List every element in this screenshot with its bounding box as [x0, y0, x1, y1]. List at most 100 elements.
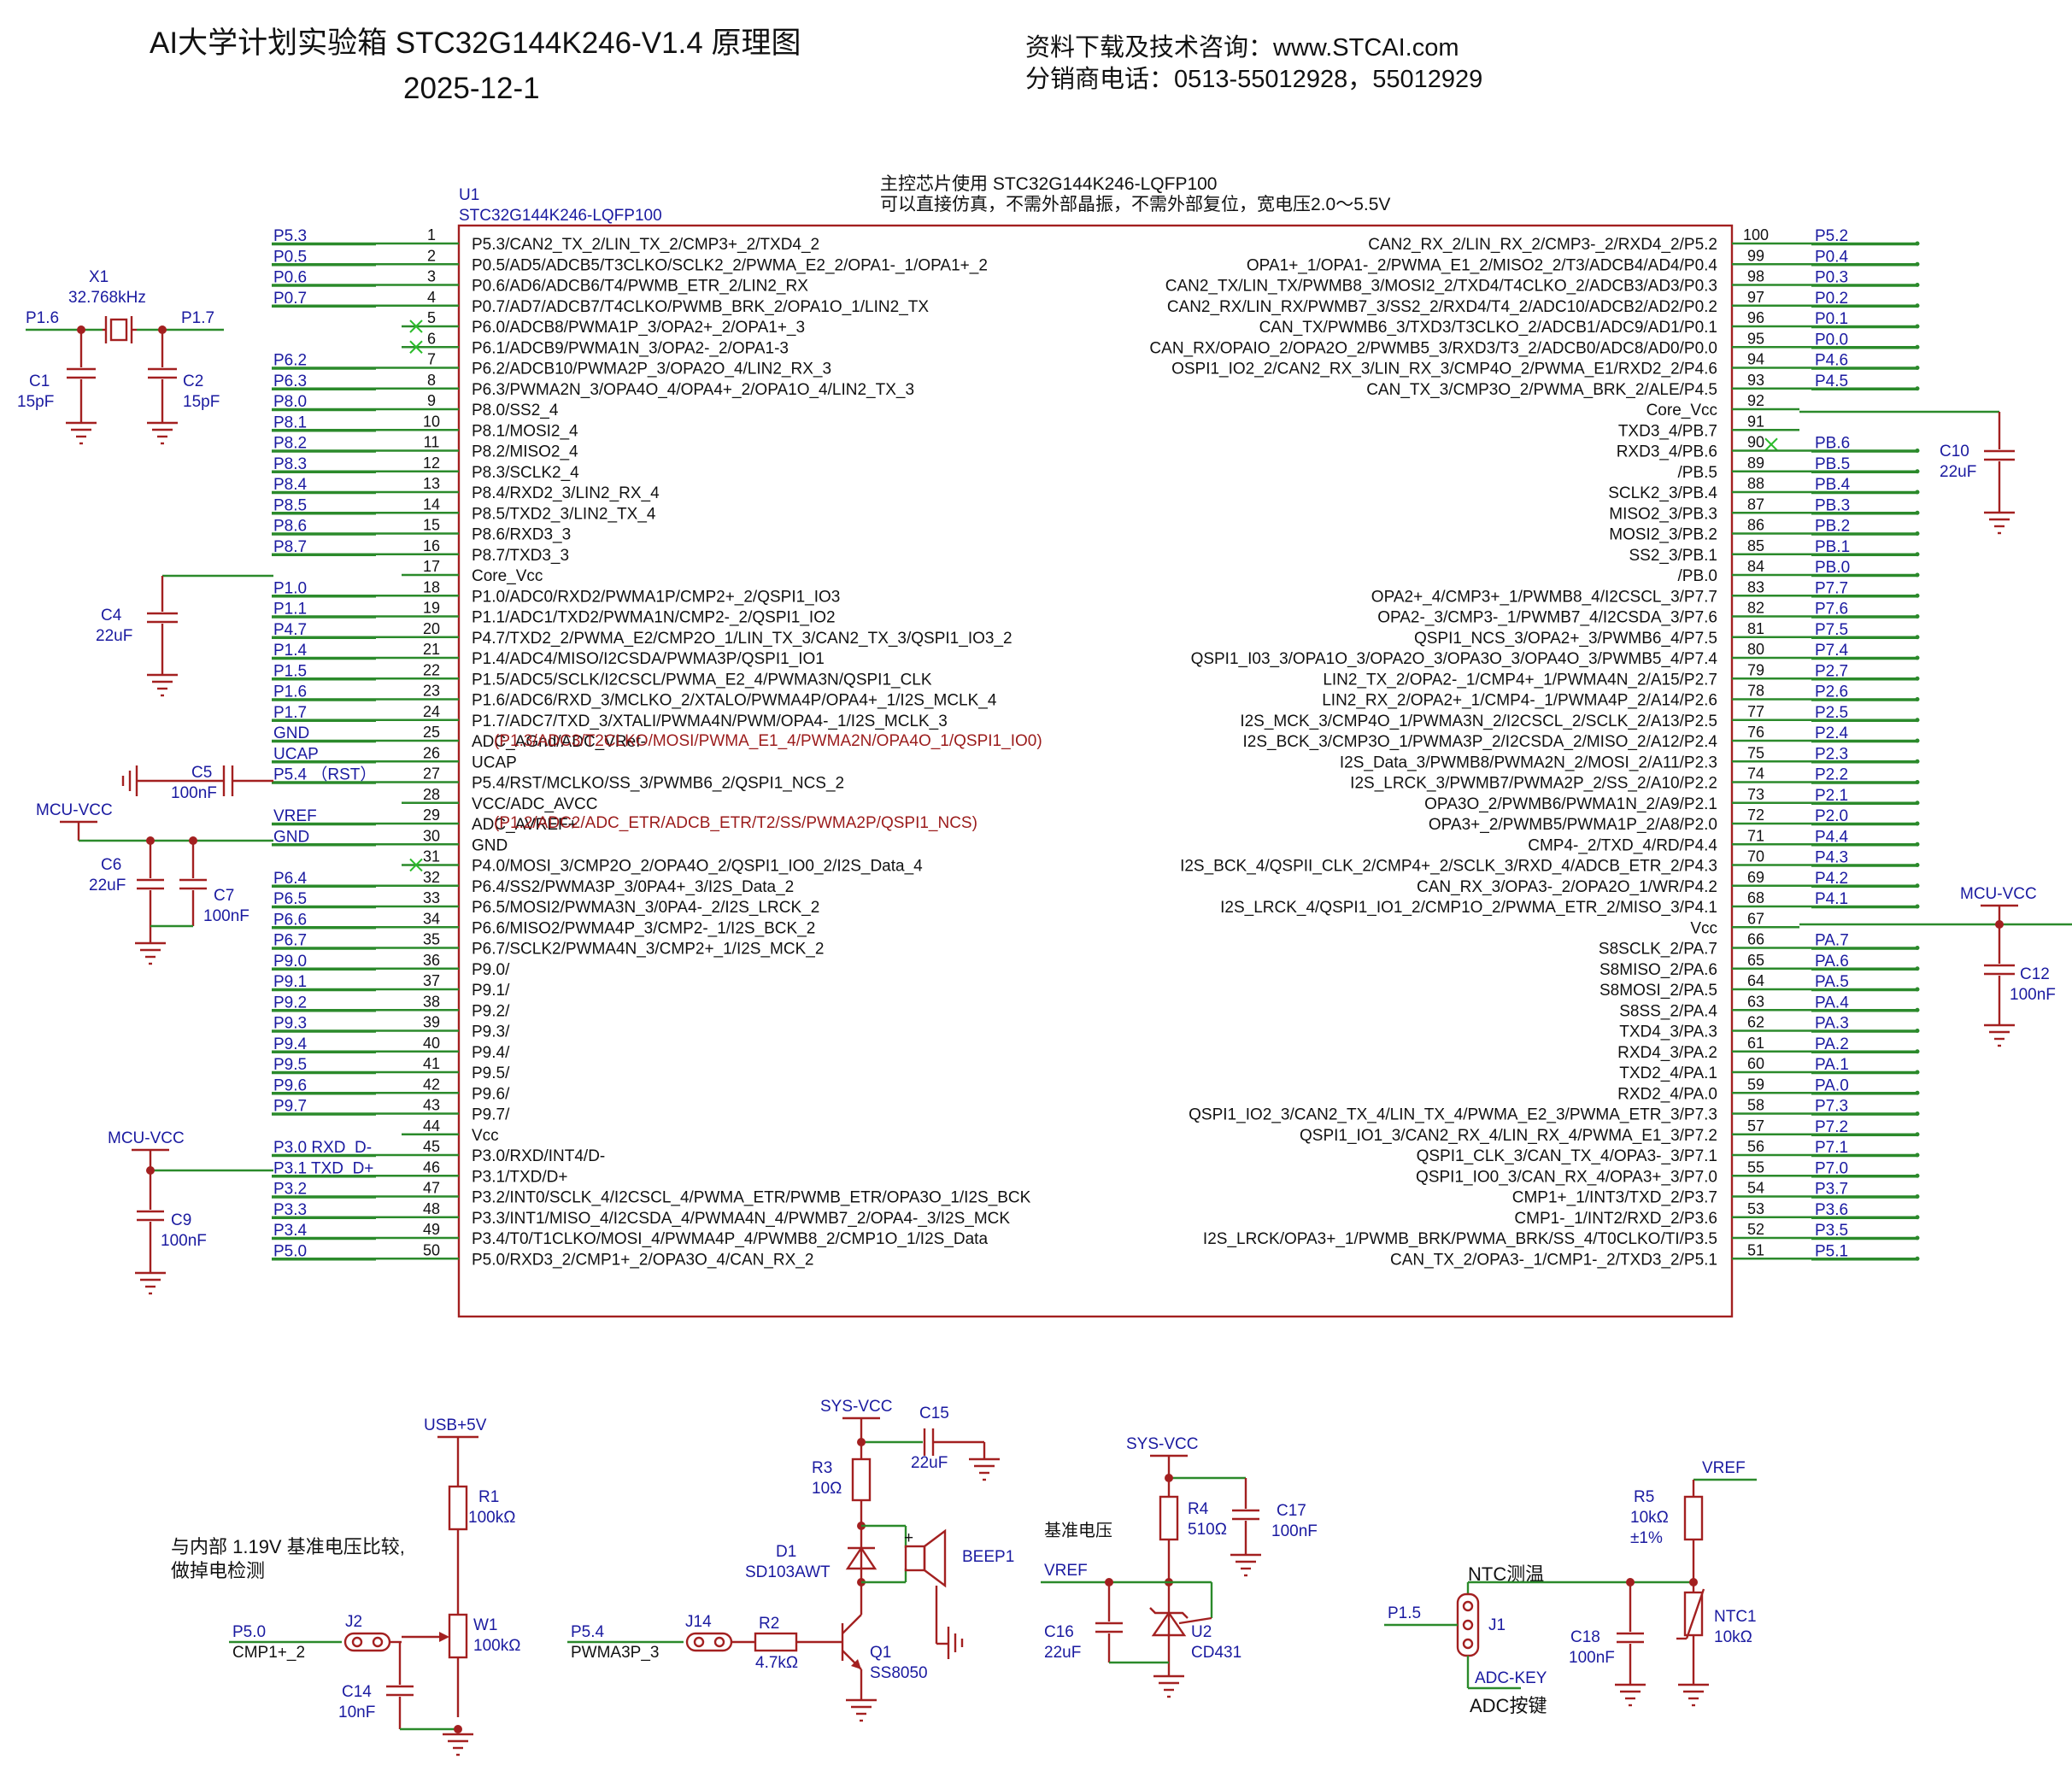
right-net-label[interactable]: P2.6 [1815, 683, 1848, 701]
left-net-label[interactable]: P1.6 [273, 683, 307, 701]
right-net-label[interactable]: P2.0 [1815, 807, 1848, 825]
left-net-label[interactable]: P9.5 [273, 1056, 307, 1074]
right-net-label[interactable]: PA.3 [1815, 1015, 1849, 1033]
right-net-label[interactable]: P2.1 [1815, 787, 1848, 805]
left-net-label[interactable]: P9.6 [273, 1076, 307, 1094]
left-net-label[interactable]: P9.3 [273, 1015, 307, 1033]
right-net-label[interactable]: P0.2 [1815, 290, 1848, 308]
left-net-label[interactable]: P8.4 [273, 476, 308, 494]
right-pin-number: 78 [1747, 683, 1764, 700]
right-net-label[interactable]: P2.3 [1815, 745, 1848, 763]
left-net-label[interactable]: GND [273, 724, 309, 742]
right-net-label[interactable]: P5.1 [1815, 1242, 1848, 1260]
right-net-label[interactable]: P7.7 [1815, 579, 1848, 597]
right-net-label[interactable]: PA.5 [1815, 973, 1849, 991]
c2-value: 15pF [183, 393, 220, 411]
left-net-label[interactable]: P6.2 [273, 352, 307, 370]
right-net-label[interactable]: PA.4 [1815, 994, 1849, 1012]
right-net-label[interactable]: P2.4 [1815, 724, 1849, 742]
right-net-label[interactable]: PA.6 [1815, 953, 1849, 971]
left-net-label[interactable]: P8.6 [273, 518, 307, 536]
right-net-label[interactable]: P7.5 [1815, 621, 1848, 639]
right-net-label[interactable]: P4.2 [1815, 870, 1848, 888]
right-net-label[interactable]: P7.0 [1815, 1159, 1848, 1177]
left-net-label[interactable]: P0.6 [273, 269, 307, 287]
left-net-label[interactable]: P1.7 [273, 704, 307, 722]
right-net-label[interactable]: PB.5 [1815, 455, 1850, 473]
left-net-label[interactable]: P5.0 [273, 1242, 307, 1260]
left-net-label[interactable]: P8.0 [273, 393, 307, 411]
left-net-label[interactable]: P8.3 [273, 455, 307, 473]
left-net-label[interactable]: P6.6 [273, 911, 307, 929]
right-net-label[interactable]: P4.3 [1815, 849, 1848, 867]
right-net-label[interactable]: P7.3 [1815, 1098, 1848, 1116]
right-net-label[interactable]: PB.4 [1815, 476, 1851, 494]
left-net-label[interactable]: P3.3 [273, 1201, 307, 1219]
right-net-label[interactable]: PB.1 [1815, 538, 1850, 556]
left-net-label[interactable]: P6.4 [273, 870, 308, 888]
right-net-label[interactable]: P0.4 [1815, 248, 1849, 266]
right-net-label[interactable]: P2.5 [1815, 704, 1848, 722]
right-net-label[interactable]: PB.6 [1815, 435, 1850, 453]
left-net-label[interactable]: P9.7 [273, 1098, 307, 1116]
right-net-label[interactable]: P4.5 [1815, 372, 1848, 390]
c12-circuit: MCU-VCC C12 100nF [1799, 885, 2072, 1047]
left-net-label[interactable]: P8.1 [273, 413, 307, 431]
right-net-label[interactable]: P2.2 [1815, 766, 1848, 784]
right-net-label[interactable]: P0.3 [1815, 269, 1848, 287]
right-net-label[interactable]: P7.1 [1815, 1139, 1848, 1157]
left-net-label[interactable]: P3.0 RXD_D- [273, 1139, 372, 1157]
left-net-label[interactable]: P6.3 [273, 372, 307, 390]
right-net-label[interactable]: PB.2 [1815, 518, 1850, 536]
right-net-label[interactable]: P4.1 [1815, 890, 1848, 908]
left-net-label[interactable]: P8.2 [273, 435, 307, 453]
right-net-label[interactable]: P3.6 [1815, 1201, 1848, 1219]
left-net-label[interactable]: P9.0 [273, 953, 307, 971]
left-net-label[interactable]: P3.2 [273, 1181, 307, 1199]
right-net-label[interactable]: P7.4 [1815, 642, 1849, 660]
right-net-end [1915, 593, 1920, 598]
left-net-label[interactable]: P6.5 [273, 890, 307, 908]
right-net-label[interactable]: PA.1 [1815, 1056, 1849, 1074]
left-pin-number: 27 [423, 765, 440, 783]
left-net-label[interactable]: P0.7 [273, 290, 307, 308]
left-net-label[interactable]: P5.3 [273, 227, 307, 245]
left-net-label[interactable]: P1.0 [273, 579, 307, 597]
schematic-title: AI大学计划实验箱 STC32G144K246-V1.4 原理图 [150, 26, 801, 60]
right-net-label[interactable]: PB.3 [1815, 496, 1850, 514]
left-net-label[interactable]: P4.7 [273, 621, 307, 639]
right-net-label[interactable]: PB.0 [1815, 559, 1850, 577]
right-net-label[interactable]: P2.7 [1815, 662, 1848, 680]
right-net-label[interactable]: PA.0 [1815, 1076, 1849, 1094]
left-net-label[interactable]: GND [273, 828, 309, 846]
right-net-label[interactable]: P7.6 [1815, 601, 1848, 619]
left-net-label[interactable]: P8.7 [273, 538, 307, 556]
left-net-label[interactable]: VREF [273, 807, 317, 825]
right-net-label[interactable]: PA.2 [1815, 1035, 1849, 1053]
left-net-label[interactable]: P9.2 [273, 994, 307, 1012]
left-net-label[interactable]: P3.4 [273, 1222, 308, 1240]
left-pin-number: 49 [423, 1221, 440, 1238]
left-net-label[interactable]: P1.1 [273, 601, 307, 619]
right-net-label[interactable]: P4.4 [1815, 828, 1849, 846]
right-net-label[interactable]: P0.0 [1815, 331, 1848, 349]
left-net-label[interactable]: P9.1 [273, 973, 307, 991]
right-pin-number: 76 [1747, 724, 1764, 741]
left-net-label[interactable]: P9.4 [273, 1035, 308, 1053]
left-net-label[interactable]: P8.5 [273, 496, 307, 514]
right-net-label[interactable]: P5.2 [1815, 227, 1848, 245]
left-net-label[interactable]: UCAP [273, 745, 319, 763]
left-net-label[interactable]: P3.1 TXD_D+ [273, 1159, 373, 1177]
right-net-label[interactable]: P4.6 [1815, 352, 1848, 370]
left-net-label[interactable]: P1.4 [273, 642, 308, 660]
left-net-label[interactable]: P1.5 [273, 662, 307, 680]
right-net-label[interactable]: PA.7 [1815, 932, 1849, 950]
right-net-label[interactable]: P0.1 [1815, 310, 1848, 328]
right-net-label[interactable]: P3.7 [1815, 1181, 1848, 1199]
right-pin-number: 54 [1747, 1180, 1764, 1197]
right-net-label[interactable]: P3.5 [1815, 1222, 1848, 1240]
left-net-label[interactable]: P0.5 [273, 248, 307, 266]
left-net-label[interactable]: P5.4 （RST） [273, 765, 376, 784]
left-net-label[interactable]: P6.7 [273, 932, 307, 950]
right-net-label[interactable]: P7.2 [1815, 1118, 1848, 1136]
